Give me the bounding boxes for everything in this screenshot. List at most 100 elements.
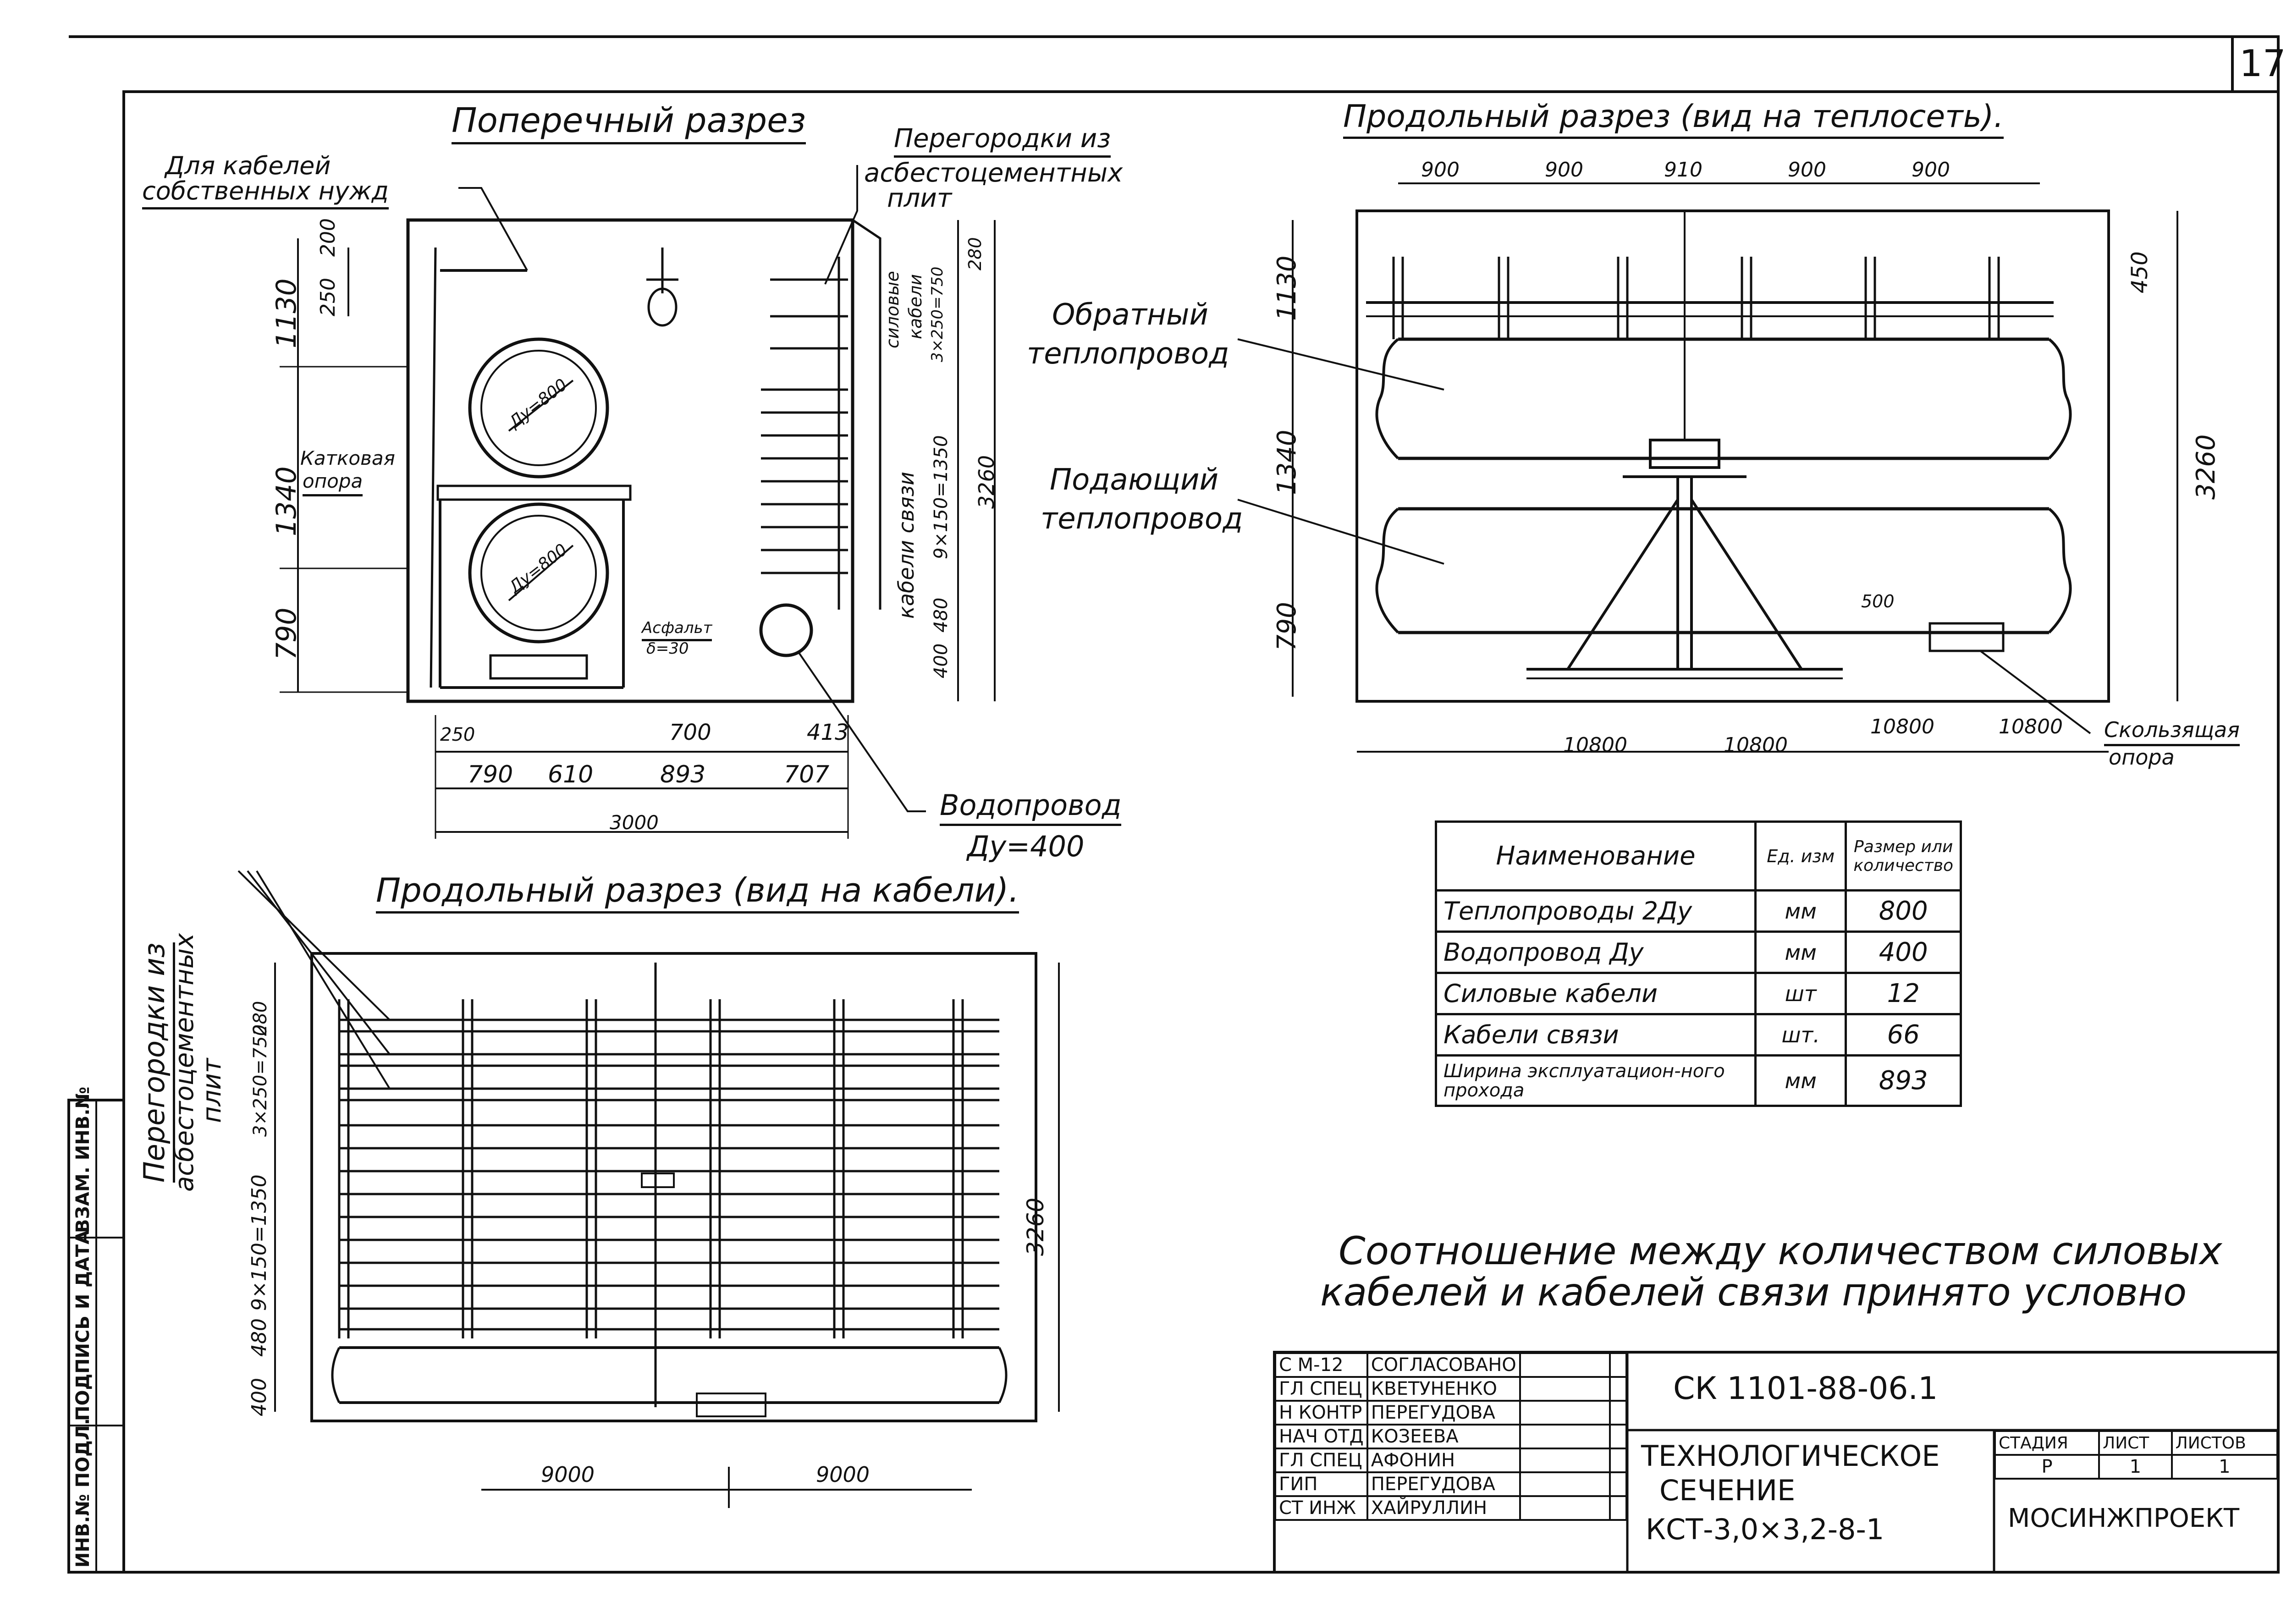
title-block-frame bbox=[1273, 1351, 2280, 1574]
dim-top-2: 900 bbox=[1545, 158, 1583, 182]
dim-top-3: 910 bbox=[1664, 158, 1702, 182]
spec-cell-unit: мм bbox=[1754, 930, 1847, 974]
signature-name: АФОНИН bbox=[1366, 1448, 1521, 1473]
power-cables-label-2: кабели bbox=[905, 274, 926, 339]
signature-role: НАЧ ОТД bbox=[1274, 1424, 1368, 1449]
spec-cell-name: Силовые кабели bbox=[1434, 972, 1757, 1015]
return-pipe-label-2: теплопровод bbox=[1027, 337, 1229, 371]
pipes-dim-bottom-4: 10800 bbox=[1999, 715, 2063, 738]
dim-top-1: 900 bbox=[1421, 158, 1460, 182]
pipes-dim-3260: 3260 bbox=[2191, 434, 2221, 500]
dim-total-3000: 3000 bbox=[610, 811, 659, 834]
spec-row: Кабели связи шт. 66 bbox=[1434, 1013, 1962, 1057]
dim-right-400: 400 bbox=[931, 643, 952, 678]
dim-left-790: 790 bbox=[270, 607, 303, 660]
cables-dim-bottom-2: 9000 bbox=[816, 1462, 870, 1487]
sheet-number: 17 bbox=[2239, 42, 2286, 85]
title-line-2: СЕЧЕНИЕ bbox=[1659, 1474, 1796, 1507]
drawing-frame bbox=[122, 90, 2280, 1574]
long-section-cables-graphic bbox=[237, 870, 1060, 1508]
roller-support-label-1: Катковая bbox=[300, 447, 395, 469]
spec-cell-qty: 400 bbox=[1845, 930, 1962, 974]
stage-value: Р bbox=[1994, 1454, 2100, 1480]
spec-cell-unit: шт bbox=[1754, 972, 1847, 1015]
dim-bottom-610: 610 bbox=[548, 761, 594, 788]
spec-cell-name: Теплопроводы 2Ду bbox=[1434, 889, 1757, 933]
sheets-header: ЛИСТОВ bbox=[2171, 1430, 2279, 1456]
signature-role: СТ ИНЖ bbox=[1274, 1495, 1368, 1521]
cables-partitions-label-2: асбестоцементных bbox=[170, 933, 199, 1192]
water-pipe-label: Водопровод bbox=[940, 788, 1122, 826]
dim-left-200: 200 bbox=[316, 218, 340, 257]
spec-cell-qty: 893 bbox=[1845, 1054, 1962, 1107]
cables-dim-480: 480 bbox=[248, 1318, 271, 1357]
supply-pipe-label-1: Подающий bbox=[1050, 463, 1219, 497]
long-section-cables-title: Продольный разрез (вид на кабели). bbox=[376, 871, 1019, 914]
sheet-value: 1 bbox=[2098, 1454, 2173, 1480]
roller-support-label-2: опора bbox=[303, 470, 363, 496]
spec-cell-unit: мм bbox=[1754, 1054, 1847, 1107]
sheets-value: 1 bbox=[2171, 1454, 2279, 1480]
cables-dim-bottom-1: 9000 bbox=[541, 1462, 595, 1487]
comm-cables-label: кабели связи bbox=[894, 472, 919, 619]
dim-bottom-250: 250 bbox=[440, 724, 475, 745]
dim-left-1340: 1340 bbox=[270, 466, 303, 536]
side-stamp-vzam-inv: ВЗАМ. ИНВ.№ bbox=[72, 1086, 94, 1233]
cables-partitions-label-3: плит bbox=[197, 1058, 227, 1123]
signature-name: ПЕРЕГУДОВА bbox=[1366, 1400, 1521, 1426]
note-line-2: кабелей и кабелей связи принято условно bbox=[1320, 1270, 2187, 1315]
partitions-label-3: плит bbox=[887, 183, 952, 213]
signature-role: Н КОНТР bbox=[1274, 1400, 1368, 1426]
spec-cell-unit: мм bbox=[1754, 889, 1847, 933]
note-line-1: Соотношение между количеством силовых bbox=[1339, 1228, 2222, 1273]
title-line-1: ТЕХНОЛОГИЧЕСКОЕ bbox=[1641, 1439, 1940, 1473]
dim-bottom-790: 790 bbox=[468, 761, 513, 788]
spec-row: Водопровод Ду мм 400 bbox=[1434, 930, 1962, 974]
spec-row: Ширина эксплуатацион-ного прохода мм 893 bbox=[1434, 1054, 1962, 1107]
pipes-dim-bottom-1: 10800 bbox=[1563, 733, 1627, 757]
sliding-support-label-1: Скользящая bbox=[2104, 717, 2240, 746]
cables-dim-1350: 9×150=1350 bbox=[248, 1174, 271, 1311]
side-stamp-inv-podl: ИНВ.№ ПОДЛ. bbox=[72, 1418, 94, 1568]
spec-cell-name: Водопровод Ду bbox=[1434, 930, 1757, 974]
organization-name: МОСИНЖПРОЕКТ bbox=[2008, 1503, 2240, 1533]
pipes-dim-left-1340: 1340 bbox=[1272, 429, 1302, 495]
sheet-header: ЛИСТ bbox=[2098, 1430, 2173, 1456]
partitions-label-2: асбестоцементных bbox=[864, 158, 1123, 188]
pipes-dim-bottom-2: 10800 bbox=[1724, 733, 1788, 757]
spec-cell-unit: шт. bbox=[1754, 1013, 1847, 1057]
spec-row: Теплопроводы 2Ду мм 800 bbox=[1434, 889, 1962, 933]
pipes-dim-left-790: 790 bbox=[1272, 602, 1302, 651]
dim-top-4: 900 bbox=[1788, 158, 1826, 182]
comm-cables-dim: 9×150=1350 bbox=[931, 435, 952, 559]
dim-right-280: 280 bbox=[965, 237, 985, 270]
dim-top-5: 900 bbox=[1912, 158, 1950, 182]
signature-name: ПЕРЕГУДОВА bbox=[1366, 1471, 1521, 1497]
document-code: СК 1101-88-06.1 bbox=[1673, 1371, 1938, 1407]
pipes-dim-left-1130: 1130 bbox=[1272, 255, 1302, 321]
spec-cell-qty: 800 bbox=[1845, 889, 1962, 933]
dim-bottom-700: 700 bbox=[669, 720, 711, 745]
partitions-label-1: Перегородки из bbox=[894, 124, 1111, 158]
side-stamp-signature-date: ПОДПИСЬ И ДАТА bbox=[72, 1230, 94, 1421]
cables-dim-400: 400 bbox=[248, 1378, 271, 1416]
return-pipe-label-1: Обратный bbox=[1052, 298, 1208, 332]
long-section-pipes-title: Продольный разрез (вид на теплосеть). bbox=[1343, 99, 2004, 139]
dim-right-3260: 3260 bbox=[974, 455, 999, 509]
sheet-number-box bbox=[2231, 35, 2280, 93]
pipes-dim-500: 500 bbox=[1861, 591, 1895, 611]
signature-name: КОЗЕЕВА bbox=[1366, 1424, 1521, 1449]
own-needs-label-2: собственных нужд bbox=[142, 176, 389, 209]
spec-header-name: Наименование bbox=[1434, 820, 1757, 892]
asphalt-thickness: δ=30 bbox=[646, 639, 689, 658]
signature-name: КВЕТУНЕНКО bbox=[1366, 1376, 1521, 1402]
